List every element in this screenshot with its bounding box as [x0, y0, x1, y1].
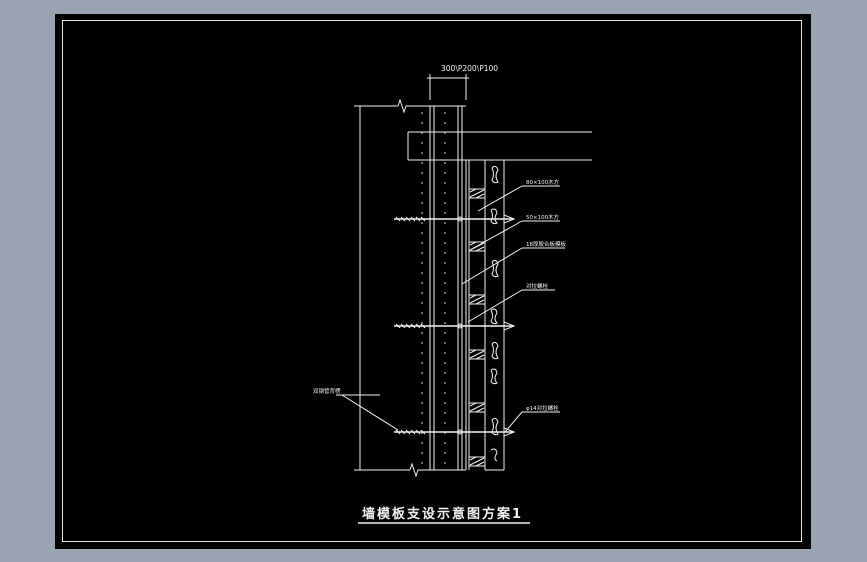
- wood-grain: [490, 165, 499, 462]
- tie-bolt: [394, 321, 516, 331]
- drawing-title: 墙模板支设示意图方案1: [362, 506, 523, 522]
- dimension-marker: 300\P200\P100: [427, 64, 498, 100]
- wall-section: [354, 98, 466, 478]
- floor-slab: [407, 131, 592, 161]
- label-tie-bolt-14: φ14对拉螺栓: [526, 404, 559, 412]
- leaders: [336, 185, 565, 433]
- sheet-border: [62, 20, 802, 542]
- label-steel-pipe: 双钢管背楞: [313, 387, 341, 395]
- label-timber-80x100: 80×100木方: [526, 178, 560, 186]
- label-plywood: 18厚胶合板模板: [526, 240, 566, 248]
- dimension-label: 300\P200\P100: [441, 64, 498, 73]
- label-timber-50x100: 50×100木方: [526, 213, 560, 221]
- tie-bolt: [394, 214, 516, 224]
- label-tie-bolt: 对拉螺栓: [526, 282, 549, 290]
- formwork-layers: [465, 160, 505, 471]
- tie-bolts: [394, 214, 516, 437]
- annotation-labels: 80×100木方 50×100木方 18厚胶合板模板 对拉螺栓 φ14对拉螺栓 …: [313, 178, 566, 412]
- timber-blocks: [468, 188, 486, 467]
- drawing-sheet: [55, 14, 811, 549]
- drawing-title-block: 墙模板支设示意图方案1: [358, 506, 530, 524]
